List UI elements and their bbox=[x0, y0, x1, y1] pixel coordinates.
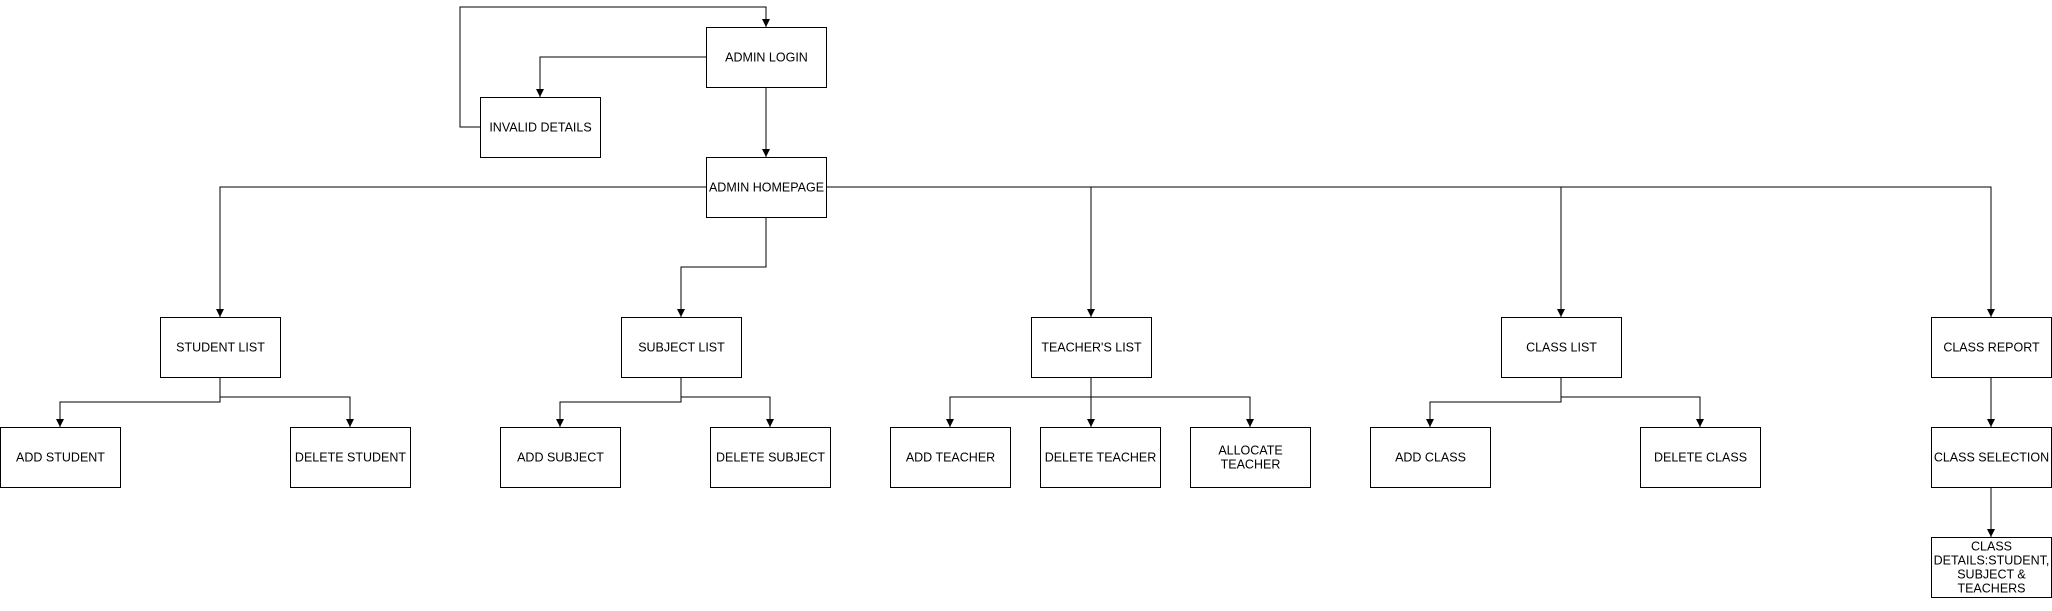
node-label: DELETE CLASS bbox=[1654, 451, 1747, 465]
node-delete-student: DELETE STUDENT bbox=[290, 427, 411, 488]
edge-homepage-to-student-list bbox=[216, 186, 706, 317]
node-label: DELETE SUBJECT bbox=[716, 451, 825, 465]
node-box bbox=[1931, 317, 2052, 378]
node-add-teacher: ADD TEACHER bbox=[890, 427, 1011, 488]
node-label: ADMIN HOMEPAGE bbox=[709, 181, 824, 195]
node-label-line: CLASS bbox=[1971, 540, 2012, 554]
node-label-line: ADD TEACHER bbox=[906, 451, 995, 465]
edge-homepage-to-teachers-list bbox=[826, 186, 1095, 317]
node-label-line: DELETE TEACHER bbox=[1045, 451, 1157, 465]
node-label-line: DETAILS:STUDENT, bbox=[1934, 554, 2050, 568]
node-label: ADD CLASS bbox=[1395, 451, 1466, 465]
node-label-line: ADMIN HOMEPAGE bbox=[709, 181, 824, 195]
node-label-line: SUBJECT LIST bbox=[638, 341, 725, 355]
node-box bbox=[1190, 427, 1311, 488]
edge-teachers-to-allocate bbox=[1090, 377, 1254, 427]
node-box bbox=[1931, 427, 2052, 488]
node-add-student: ADD STUDENT bbox=[0, 427, 121, 488]
edge-teachers-to-add bbox=[946, 377, 1092, 427]
node-box bbox=[160, 317, 281, 378]
nodes: ADMIN LOGIN INVALID DETAILS ADMIN HOMEPAGE… bbox=[0, 27, 2052, 598]
node-add-subject: ADD SUBJECT bbox=[500, 427, 621, 488]
node-admin-homepage: ADMIN HOMEPAGE bbox=[706, 157, 827, 218]
node-box bbox=[290, 427, 411, 488]
node-box bbox=[890, 427, 1011, 488]
node-admin-login: ADMIN LOGIN bbox=[706, 27, 827, 88]
node-box bbox=[1640, 427, 1761, 488]
node-subject-list: SUBJECT LIST bbox=[621, 317, 742, 378]
node-box bbox=[621, 317, 742, 378]
node-label: DELETE TEACHER bbox=[1045, 451, 1157, 465]
edge-student-to-delete bbox=[219, 377, 354, 427]
node-label: ADD STUDENT bbox=[16, 451, 105, 465]
node-box bbox=[706, 27, 827, 88]
node-label-line: ADD SUBJECT bbox=[517, 451, 604, 465]
node-label: CLASS REPORT bbox=[1943, 341, 2040, 355]
node-label-line: DELETE SUBJECT bbox=[716, 451, 825, 465]
node-add-class: ADD CLASS bbox=[1370, 427, 1491, 488]
node-label: ADD TEACHER bbox=[906, 451, 995, 465]
edge-class-list-to-add bbox=[1426, 377, 1562, 427]
node-box bbox=[1370, 427, 1491, 488]
edge-login-to-invalid bbox=[536, 56, 706, 97]
node-label-line: ADD CLASS bbox=[1395, 451, 1466, 465]
node-label: CLASS SELECTION bbox=[1934, 451, 2049, 465]
node-box bbox=[710, 427, 831, 488]
node-label-line: TEACHER bbox=[1221, 458, 1281, 472]
node-label-line: INVALID DETAILS bbox=[489, 121, 591, 135]
node-label-line: DELETE STUDENT bbox=[295, 451, 406, 465]
node-box bbox=[500, 427, 621, 488]
node-label-line: TEACHERS bbox=[1957, 582, 2025, 596]
edge-homepage-to-class-report bbox=[826, 186, 1995, 317]
edge-homepage-to-class-list bbox=[826, 186, 1565, 317]
node-label: CLASS LIST bbox=[1526, 341, 1597, 355]
node-label-line: DELETE CLASS bbox=[1654, 451, 1747, 465]
node-label-line: ALLOCATE bbox=[1218, 444, 1282, 458]
node-label: DELETE STUDENT bbox=[295, 451, 406, 465]
node-invalid-details: INVALID DETAILS bbox=[480, 97, 601, 158]
edge-student-to-add bbox=[56, 377, 221, 427]
node-label: INVALID DETAILS bbox=[489, 121, 591, 135]
edges bbox=[56, 6, 1995, 537]
node-label-line: SUBJECT & bbox=[1957, 568, 2026, 582]
node-label-line: STUDENT LIST bbox=[176, 341, 265, 355]
node-label: ADMIN LOGIN bbox=[725, 51, 808, 65]
node-label: ADD SUBJECT bbox=[517, 451, 604, 465]
edge-subject-to-delete bbox=[680, 377, 774, 427]
node-box bbox=[0, 427, 121, 488]
node-delete-subject: DELETE SUBJECT bbox=[710, 427, 831, 488]
edge-class-list-to-delete bbox=[1560, 377, 1704, 427]
node-class-report: CLASS REPORT bbox=[1931, 317, 2052, 378]
node-teachers-list: TEACHER'S LIST bbox=[1031, 317, 1152, 378]
node-label: SUBJECT LIST bbox=[638, 341, 725, 355]
node-box bbox=[1031, 317, 1152, 378]
node-label-line: ADMIN LOGIN bbox=[725, 51, 808, 65]
node-class-selection: CLASS SELECTION bbox=[1931, 427, 2052, 488]
node-label-line: TEACHER'S LIST bbox=[1041, 341, 1142, 355]
node-label: TEACHER'S LIST bbox=[1041, 341, 1142, 355]
node-label-line: CLASS LIST bbox=[1526, 341, 1597, 355]
node-student-list: STUDENT LIST bbox=[160, 317, 281, 378]
node-label-line: ADD STUDENT bbox=[16, 451, 105, 465]
node-label-line: CLASS SELECTION bbox=[1934, 451, 2049, 465]
node-label: STUDENT LIST bbox=[176, 341, 265, 355]
node-box bbox=[1040, 427, 1161, 488]
node-label-line: CLASS REPORT bbox=[1943, 341, 2040, 355]
node-delete-class: DELETE CLASS bbox=[1640, 427, 1761, 488]
node-box bbox=[480, 97, 601, 158]
edge-invalid-to-login bbox=[459, 6, 770, 128]
node-box bbox=[1501, 317, 1622, 378]
node-box bbox=[706, 157, 827, 218]
edge-subject-to-add bbox=[556, 377, 682, 427]
node-class-list: CLASS LIST bbox=[1501, 317, 1622, 378]
edge-homepage-to-subject-list bbox=[677, 217, 767, 317]
node-delete-teacher: DELETE TEACHER bbox=[1040, 427, 1161, 488]
